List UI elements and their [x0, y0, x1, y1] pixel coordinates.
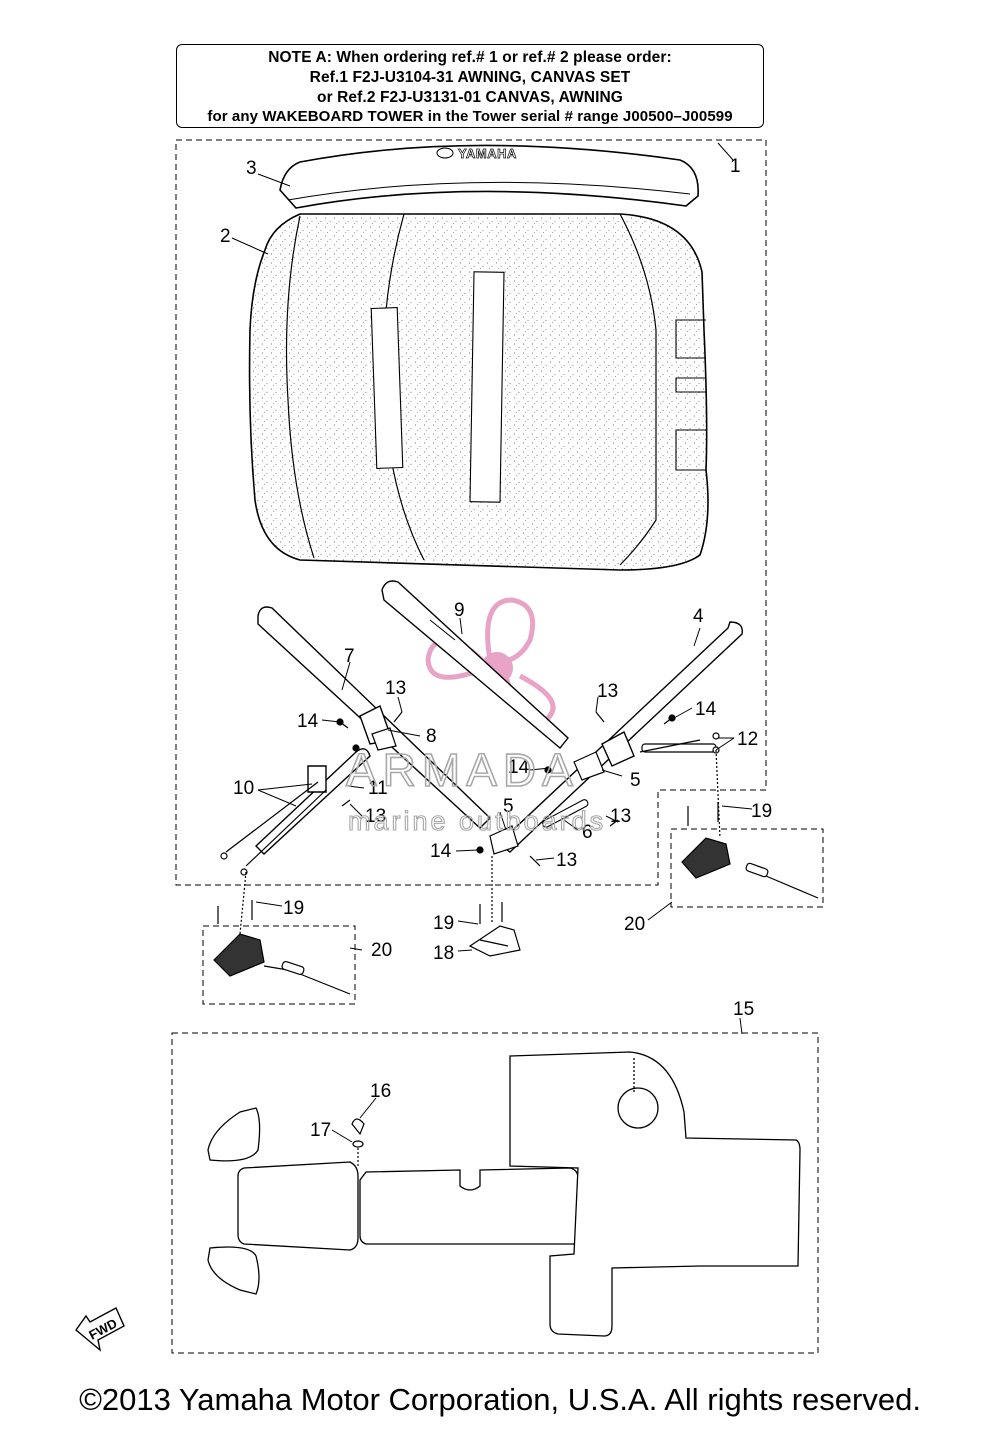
note-line-1: NOTE A: When ordering ref.# 1 or ref.# 2…: [268, 49, 672, 66]
callout-20b: 20: [624, 914, 645, 935]
callout-13d: 13: [610, 806, 631, 827]
bracket-right-group-outline: [670, 828, 824, 908]
callout-12: 12: [737, 729, 758, 750]
awning-brand-text: YAMAHA: [458, 146, 517, 161]
callout-14d: 14: [430, 841, 452, 862]
tube-center: [381, 580, 569, 749]
callout-14b: 14: [695, 699, 717, 720]
callout-13b: 13: [597, 681, 618, 702]
callout-19b: 19: [433, 913, 454, 934]
callout-1: 1: [730, 156, 741, 177]
small-link: [542, 799, 589, 828]
callout-5a: 5: [630, 770, 641, 791]
callout-14c: 14: [508, 757, 530, 778]
callout-17: 17: [310, 1120, 331, 1141]
callout-15: 15: [733, 999, 754, 1020]
note-line-3: or Ref.2 F2J-U3131-01 CANVAS, AWNING: [317, 89, 623, 106]
callout-13a: 13: [385, 678, 406, 699]
callout-6: 6: [582, 822, 593, 843]
callout-19c: 19: [751, 801, 772, 822]
mat-snaps: [351, 1118, 365, 1166]
tube-left-cross: [254, 748, 371, 855]
ordering-note: NOTE A: When ordering ref.# 1 or ref.# 2…: [176, 44, 764, 128]
center-bracket: [468, 856, 521, 957]
callout-11: 11: [368, 778, 388, 799]
mat-group-outline: [171, 1032, 819, 1354]
callout-3: 3: [246, 158, 257, 179]
callout-18: 18: [433, 943, 454, 964]
callout-2: 2: [220, 226, 231, 247]
strut-right: [639, 732, 720, 754]
callout-4: 4: [693, 606, 704, 627]
awning-canvas: [248, 213, 709, 571]
callout-13c: 13: [365, 806, 386, 827]
bolts: [336, 711, 676, 867]
fwd-label: FWD: [86, 1316, 119, 1343]
watermark-name: ARMADA: [346, 744, 579, 796]
clamp-joints: [371, 727, 605, 855]
yamaha-logo-icon: [436, 147, 454, 159]
awning-front-strip: YAMAHA: [279, 144, 699, 209]
callout-9: 9: [454, 600, 465, 621]
watermark-tagline: marine outboards: [348, 806, 606, 836]
leader-lines: [231, 142, 753, 1143]
awning-group-outline: [175, 139, 767, 886]
strut-left: [220, 781, 327, 876]
callout-7: 7: [344, 646, 355, 667]
callout-8: 8: [426, 726, 437, 747]
callout-5b: 5: [503, 796, 514, 817]
callout-13e: 13: [556, 850, 577, 871]
copyright-notice: ©2013 Yamaha Motor Corporation, U.S.A. A…: [79, 1382, 921, 1417]
note-line-2: Ref.1 F2J-U3104-31 AWNING, CANVAS SET: [309, 69, 631, 86]
callout-20a: 20: [371, 940, 392, 961]
callout-10: 10: [233, 778, 254, 799]
armada-logo-icon: [425, 597, 556, 723]
callout-19a: 19: [283, 898, 304, 919]
callout-14a: 14: [297, 711, 319, 732]
bracket-left-group-outline: [202, 925, 356, 1005]
note-line-4: for any WAKEBOARD TOWER in the Tower ser…: [207, 108, 733, 125]
floor-mats: [207, 1051, 801, 1337]
callout-16: 16: [370, 1081, 391, 1102]
bracket-right: [681, 749, 819, 899]
fwd-arrow-icon: FWD: [75, 1307, 125, 1352]
bracket-left: [213, 871, 351, 995]
